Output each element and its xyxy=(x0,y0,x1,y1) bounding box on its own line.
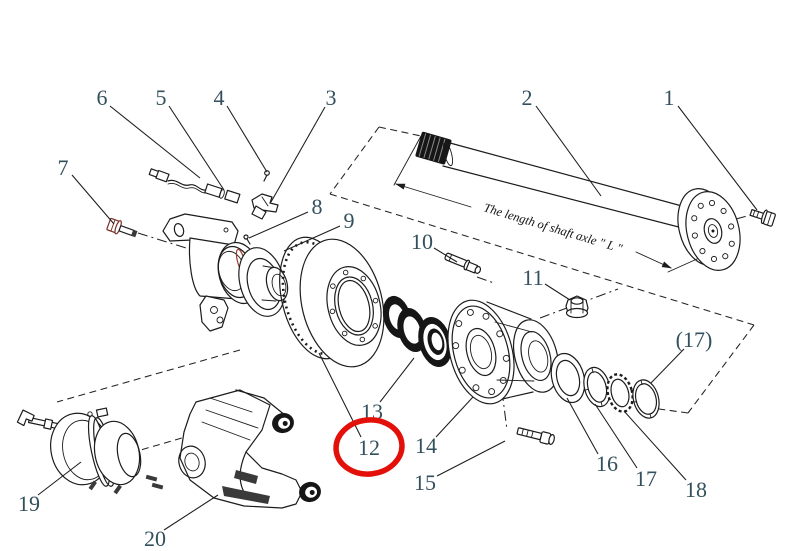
leader-line-7 xyxy=(71,174,115,225)
wheel-stud-drawing xyxy=(516,427,555,445)
callout-label-8: 8 xyxy=(312,194,323,219)
axle-shaft-drawing xyxy=(415,131,741,271)
knuckle-bolt-drawing xyxy=(106,217,138,238)
callout-label-9: 9 xyxy=(344,208,355,233)
callout-label-14: 14 xyxy=(415,433,437,458)
boundary-dashed-lines xyxy=(56,126,755,457)
dust-shield-drawing xyxy=(238,247,289,317)
callout-label-18: 18 xyxy=(685,477,707,502)
leader-line-14 xyxy=(435,396,474,438)
callout-label-10: 10 xyxy=(411,229,433,254)
leader-line-11 xyxy=(544,283,571,301)
leader-line-19 xyxy=(37,461,82,496)
thrust-washer-drawing xyxy=(550,352,586,404)
leader-line-9 xyxy=(283,225,341,252)
abs-sensor-drawing xyxy=(148,168,241,204)
sensor-bracket-drawing xyxy=(251,193,279,220)
callout-label-20: 20 xyxy=(144,526,166,551)
callout-label-15: 15 xyxy=(414,470,436,495)
lock-nut-drawing xyxy=(632,379,660,419)
small-screw-4-drawing xyxy=(263,170,270,182)
leader-line-16 xyxy=(566,397,599,455)
leader-line-3 xyxy=(270,106,326,203)
leader-line-6 xyxy=(109,105,201,179)
callout-label-1: 1 xyxy=(664,85,675,110)
leader-line-18 xyxy=(623,410,687,481)
leader-line-5 xyxy=(168,105,225,191)
leader-line-20 xyxy=(163,494,219,531)
small-screw-8-drawing xyxy=(243,234,251,245)
callout-label-(17): (17) xyxy=(676,327,713,352)
leader-line-13 xyxy=(379,357,415,403)
leader-line-17 xyxy=(594,403,638,469)
callout-label-4: 4 xyxy=(214,85,225,110)
callout-label-16: 16 xyxy=(596,451,618,476)
leader-line-8 xyxy=(248,211,309,239)
hub-bolt-drawing xyxy=(444,252,482,274)
callout-label-19: 19 xyxy=(18,491,40,516)
wheel-hub-drawing xyxy=(447,299,560,405)
leader-line-(17) xyxy=(650,348,685,384)
leader-line-10 xyxy=(433,247,458,263)
brake-disc-drawing xyxy=(279,236,385,368)
callout-label-2: 2 xyxy=(522,85,533,110)
callout-label-17: 17 xyxy=(635,466,657,491)
callout-label-7: 7 xyxy=(58,155,69,180)
flange-nut-drawing xyxy=(565,295,589,319)
callout-label-12: 12 xyxy=(358,435,380,460)
brake-caliper-drawing xyxy=(145,389,321,509)
dimension-note: The length of shaft axle " L " xyxy=(482,200,625,255)
callout-label-3: 3 xyxy=(326,85,337,110)
star-washer-drawing xyxy=(606,373,634,413)
highlight-ellipse xyxy=(333,417,405,477)
leader-line-1 xyxy=(677,105,758,211)
leader-line-2 xyxy=(535,105,602,197)
callout-label-6: 6 xyxy=(97,85,108,110)
brake-chamber-drawing xyxy=(16,407,142,495)
callout-label-5: 5 xyxy=(156,85,167,110)
callout-label-11: 11 xyxy=(522,265,543,290)
leader-line-4 xyxy=(226,105,268,173)
flange-bolt-drawing xyxy=(749,208,776,227)
wheel-bearings-drawing xyxy=(382,295,452,367)
leader-line-15 xyxy=(436,440,506,477)
